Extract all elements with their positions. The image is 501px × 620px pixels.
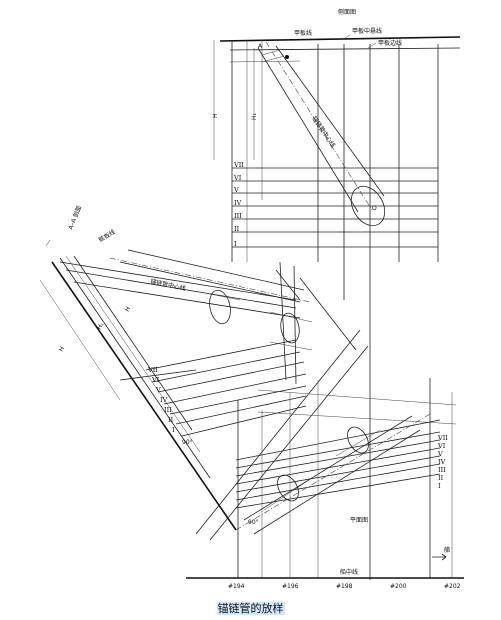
figure-caption-text: 锚链管的放样 (216, 602, 285, 615)
side-pipe-center-label: 锚链管中心线 (310, 115, 337, 149)
side-height-h1: H₁ (251, 112, 258, 120)
side-anchor-pipe (257, 41, 386, 227)
deck-edge-label: 甲板边线 (378, 39, 402, 47)
frame-station: #200 (390, 583, 407, 590)
deck-sub-line (229, 60, 301, 63)
section-aa-title: A–A 剖面 (66, 204, 83, 230)
plan-level-label: IV (438, 458, 446, 466)
deck-line (219, 36, 461, 42)
section-anchor-pipe (109, 249, 313, 351)
section-level-label: I (172, 426, 175, 434)
side-level-label: IV (234, 199, 242, 207)
plan-level-lines (235, 419, 441, 509)
section-level-lines (59, 261, 307, 437)
deck-edge-line (229, 47, 461, 51)
frame-station: #202 (444, 583, 461, 590)
pipe-end-ellipse (350, 185, 386, 227)
plan-level-label: III (438, 466, 446, 474)
section-height-h: H (58, 346, 66, 354)
section-level-label: VII (147, 366, 158, 374)
plan-view-title: 平面图 (350, 517, 368, 524)
bow-label: 艏 (444, 546, 450, 554)
bow-arrow-icon (432, 553, 447, 561)
plan-level-label: I (438, 482, 441, 490)
side-level-label: III (234, 212, 242, 220)
section-height-h1: H₁ (96, 321, 106, 331)
plan-angle: 90° (248, 519, 259, 526)
side-view-title: 侧面图 (338, 8, 356, 16)
deck-centerline-label: 甲板中悬线 (352, 27, 382, 35)
plan-level-label: V (437, 450, 443, 458)
section-board-line-label: 舷板线 (97, 228, 117, 244)
side-level-label: I (234, 240, 237, 248)
plan-level-label: VI (437, 442, 446, 450)
side-level-label: VI (233, 174, 242, 182)
svg-text:H: H (124, 306, 132, 314)
frame-station: #194 (228, 583, 245, 590)
side-level-lines (232, 167, 438, 248)
plan-anchor-pipe (235, 413, 431, 535)
side-level-label: II (234, 225, 240, 233)
plan-level-label: VII (437, 434, 448, 442)
section-level-label: IV (160, 396, 168, 404)
frame-station: #198 (336, 583, 353, 590)
frame-station: #196 (282, 583, 299, 590)
side-height-h: H (212, 113, 219, 118)
section-aa: A–A 剖面 舷板线 H H₁ H VII VI V IV III (39, 204, 357, 531)
deck-line-label: 甲板线 (294, 29, 312, 37)
plan-level-label: II (438, 474, 444, 482)
plan-view: VII VI V IV III II I 90° 平面图 船中线 艏 #19 (119, 329, 464, 590)
figure-caption: 锚链管的放样 (0, 600, 501, 616)
point-o-label: O (372, 205, 377, 212)
side-level-label: VII (233, 161, 244, 169)
section-level-label: II (168, 416, 174, 424)
plan-centerline-label: 船中线 (340, 568, 358, 576)
point-a-label: A (258, 43, 263, 50)
section-level-label: VI (151, 376, 160, 384)
section-angle: 90° (182, 439, 193, 446)
section-level-label: V (155, 386, 161, 394)
side-view: 侧面图 甲板线 甲板中悬线 甲板边线 H H₁ (212, 8, 461, 580)
side-level-label: V (233, 186, 239, 194)
section-level-label: III (164, 406, 172, 414)
section-deck-line (51, 261, 237, 531)
